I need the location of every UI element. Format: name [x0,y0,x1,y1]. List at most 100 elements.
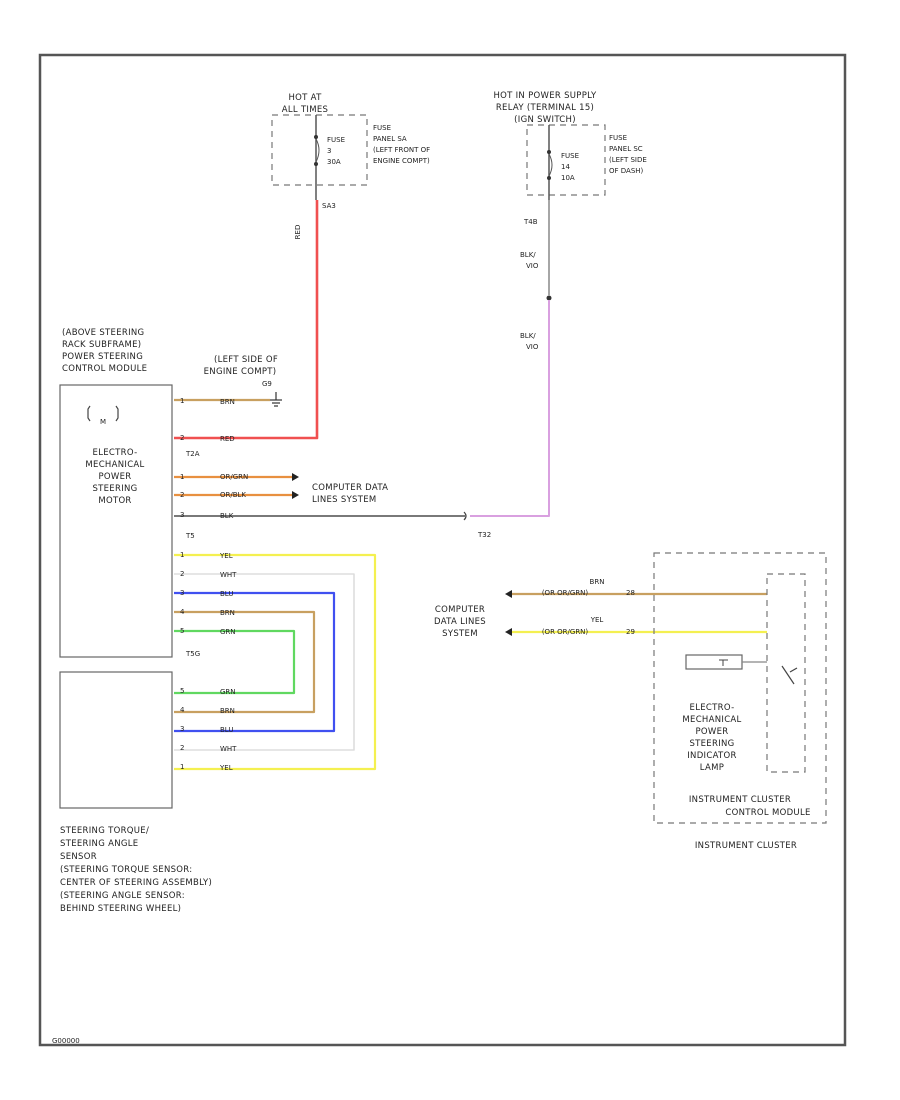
wire-layer [174,200,767,771]
svg-text:PANEL SA: PANEL SA [373,135,407,143]
lamp-label-3: POWER [696,727,729,737]
fuse-3-label: FUSE [327,136,345,144]
sensor-wire-label: YEL [219,764,233,772]
sensor-wire-pin: 5 [180,627,184,635]
sensor-wire-label: GRN [220,628,236,636]
lamp-icon [719,659,728,666]
ground-g9-label: G9 [262,380,272,388]
module-header-1: (ABOVE STEERING [62,328,144,338]
sensor-wire-label: BLU [220,590,233,598]
sensor-label-3: SENSOR [60,852,97,862]
bus-wire-label: OR/BLK [220,491,246,499]
bus-wire-pin: 1 [180,473,184,481]
svg-text:(LEFT SIDE: (LEFT SIDE [609,156,647,164]
svg-text:14: 14 [561,163,570,171]
bus-wire-pin: 2 [180,491,184,499]
red-power-wire [174,200,319,440]
cluster-can-label-3: SYSTEM [442,629,478,639]
svg-text:VIO: VIO [526,343,539,351]
yel-sensor-wire [174,553,377,771]
lamp-label-5: INDICATOR [687,751,737,761]
instrument-cluster: COMPUTER DATA LINES SYSTEM BRN (OR OR/GR… [434,552,827,851]
blu-sensor-wire [174,591,336,733]
steering-sensor-box [59,671,173,809]
sensor-wire-pin: 1 [180,763,184,771]
sensor-wire-label: BRN [220,707,235,715]
bus-wire-pin: 2 [180,434,184,442]
cluster-wire-sublabel: (OR OR/GRN) [542,628,589,636]
steering-torque-angle-sensor: STEERING TORQUE/ STEERING ANGLE SENSOR (… [59,671,212,914]
cluster-can-high-arrow-icon [505,590,512,598]
sensor-wire-pin: 3 [180,589,184,597]
cluster-module-label-2: CONTROL MODULE [725,808,810,818]
svg-text:10A: 10A [561,174,575,182]
fuse-panel-sc-box [526,124,606,196]
sensor-label-5: CENTER OF STEERING ASSEMBLY) [60,878,212,888]
svg-text:30A: 30A [327,158,341,166]
can-high-arrow-icon [292,473,299,481]
inline-connector-dot [546,295,552,301]
sensor-wire-label: BLU [220,726,233,734]
splice-t32-label: T32 [477,531,491,539]
lamp-label-2: MECHANICAL [682,715,741,725]
blk-vio-lower-label: BLK/ [520,332,536,340]
wht-sensor-wire [174,573,355,751]
sensor-label-2: STEERING ANGLE [60,839,138,849]
sensor-wire-label: BRN [220,609,235,617]
svg-text:3: 3 [327,147,331,155]
motor-name-1: ELECTRO- [93,448,138,458]
sensor-wire-label: YEL [219,552,233,560]
fuse-14-label: FUSE [561,152,579,160]
brn-sensor-wire [174,610,316,714]
footer-code: G00000 [52,1037,80,1045]
indicator-lamp-element [685,654,743,670]
red-wire-label: RED [294,225,302,240]
sensor-wire-pin: 5 [180,687,184,695]
bus-wire-pin: 3 [180,511,184,519]
left-power-header-1: HOT AT [288,93,322,103]
diagram-frame [38,53,847,1047]
motor-symbol-icon: M [87,405,119,426]
left-power-header-2: ALL TIMES [282,105,329,115]
fuse-panel-sa-box [271,114,368,186]
sensor-wire-pin: 3 [180,725,184,733]
cluster-wire-label: YEL [590,616,604,624]
module-bus-wires: 1 BRN 2 RED 1 OR/GRN 2 OR/BLK 3 BLK COMP… [180,397,491,539]
lamp-label-4: STEERING [689,739,734,749]
lamp-label-6: LAMP [700,763,724,773]
sensor-wire-pin: 4 [180,608,185,616]
motor-name-5: MOTOR [98,496,131,506]
power-steering-module-box [59,384,173,658]
blk-vio-upper-label: BLK/ [520,251,536,259]
splice-t32-symbol [463,511,467,521]
instrument-cluster-name: INSTRUMENT CLUSTER [695,841,797,851]
right-power-header-3: (IGN SWITCH) [514,115,576,125]
cluster-wire-label: BRN [590,578,605,586]
sensor-label-6: (STEERING ANGLE SENSOR: [60,891,185,901]
right-power-header-2: RELAY (TERMINAL 15) [496,103,594,113]
cluster-wire-pin: 28 [626,589,635,597]
module-header-3: POWER STEERING [62,352,143,362]
sensor-wire-pin: 4 [180,706,185,714]
instrument-cluster-module-box [653,552,827,824]
svg-text:ENGINE COMPT): ENGINE COMPT) [373,157,430,165]
can-low-arrow-icon [292,491,299,499]
sensor-label-1: STEERING TORQUE/ [60,826,149,836]
lamp-label-1: ELECTRO- [690,703,735,713]
bus-wire-pin: 1 [180,397,184,405]
fuse-3-symbol [315,138,320,163]
blk-vio-wire [470,300,550,517]
connector-t2a-label: T2A [185,450,200,458]
sensor-wire-pin: 2 [180,570,184,578]
module-header-4: CONTROL MODULE [62,364,147,374]
sensor-wire-labels: 1 YEL 2 WHT 3 BLU 4 BRN 5 GRN 5 GRN 4 BR… [180,551,237,772]
motor-name-3: POWER [99,472,132,482]
motor-name-2: MECHANICAL [85,460,144,470]
cluster-can-label-2: DATA LINES [434,617,486,627]
right-fuse-block: HOT IN POWER SUPPLY RELAY (TERMINAL 15) … [493,91,646,351]
bus-wire-label: RED [220,435,235,443]
ground-g9: (LEFT SIDE OF ENGINE COMPT) G9 [204,355,282,407]
left-fuse-block: HOT AT ALL TIMES FUSE 3 30A FUSE PANEL S… [271,93,430,240]
can-label-2: LINES SYSTEM [312,495,377,505]
